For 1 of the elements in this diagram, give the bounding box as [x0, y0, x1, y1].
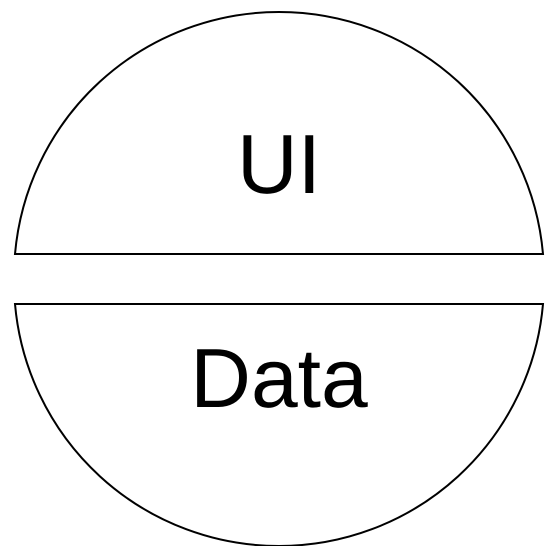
section-label: UI	[237, 117, 321, 211]
